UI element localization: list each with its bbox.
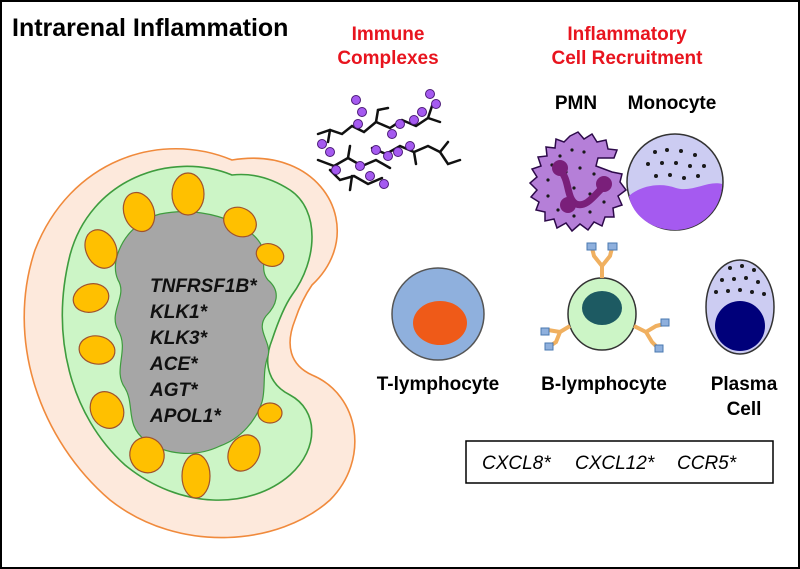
b-cell-receptors — [540, 242, 670, 353]
plasma-cell — [705, 259, 775, 355]
antigen-bead — [425, 89, 435, 99]
glomerulus — [171, 172, 205, 216]
antigen-bead — [409, 115, 419, 125]
antigen-bead — [357, 107, 367, 117]
antigen-bead — [393, 147, 403, 157]
antibody — [633, 318, 670, 353]
figure-title: Intrarenal Inflammation — [12, 14, 288, 42]
antigen-bead — [331, 165, 341, 175]
pmn-nucleus-lobe — [596, 176, 612, 192]
monocyte-nucleus — [629, 183, 722, 230]
antigen-bead — [317, 139, 327, 149]
pmn-nucleus-lobe — [560, 197, 576, 213]
antigen-bead — [431, 99, 441, 109]
monocyte-granules — [646, 148, 706, 180]
t-lymphocyte-cell — [391, 267, 485, 361]
glomerulus — [181, 453, 211, 499]
glomerulus — [227, 434, 261, 472]
plasma-cell-label-line2: Cell — [727, 399, 762, 420]
plasma-cell-label-line1: Plasma — [711, 374, 778, 395]
immune-complexes-label-line2: Complexes — [337, 48, 438, 69]
pmn-cell — [528, 131, 628, 233]
antigen-bead — [405, 141, 415, 151]
pmn-nucleus — [556, 166, 608, 209]
plasma-cell-nucleus — [715, 301, 765, 351]
antigen-bead — [365, 171, 375, 181]
chemokine-gene: CXCL8* — [482, 453, 551, 474]
antibody — [540, 324, 572, 351]
antigen-bead — [355, 161, 365, 171]
antigen-bead — [353, 119, 363, 129]
pmn-cell-body — [528, 131, 628, 233]
glomeruli — [72, 172, 285, 499]
antibody — [586, 242, 618, 278]
antigen-bead — [351, 95, 361, 105]
recruitment-label-line2: Cell Recruitment — [552, 48, 704, 69]
t-lymphocyte-nucleus — [413, 301, 467, 345]
glomerulus — [257, 402, 283, 424]
antigen-bead — [395, 119, 405, 129]
pmn-label: PMN — [555, 93, 597, 114]
immune-complexes-label-line1: Immune — [352, 24, 425, 45]
chemokine-gene: CCR5* — [677, 453, 737, 474]
chemokine-gene-box: CXCL8* CXCL12* CCR5* — [465, 440, 774, 484]
kidney-gene-list: TNFRSF1B* KLK1* KLK3* ACE* AGT* APOL1* — [149, 276, 258, 427]
glomerulus — [72, 283, 110, 313]
antigen-bead — [379, 179, 389, 189]
chemokine-gene: CXCL12* — [575, 453, 655, 474]
antigen-bead — [371, 145, 381, 155]
recruitment-label-line1: Inflammatory — [567, 24, 687, 45]
pmn-nucleus-lobe — [552, 160, 568, 176]
glomerulus — [223, 206, 257, 238]
kidney-gene: APOL1* — [149, 406, 222, 427]
glomerulus — [84, 229, 118, 269]
b-lymphocyte-label: B-lymphocyte — [541, 374, 667, 395]
glomerulus — [78, 335, 116, 365]
plasma-cell-granules — [714, 264, 766, 296]
kidney-gene: ACE* — [149, 354, 199, 375]
glomerulus — [255, 243, 285, 267]
antigen-bead — [417, 107, 427, 117]
kidney-gene: TNFRSF1B* — [150, 276, 258, 297]
antigen-bead — [383, 151, 393, 161]
kidney-gene: KLK3* — [150, 328, 209, 349]
antigen-bead — [325, 147, 335, 157]
chemokine-box-frame — [465, 440, 774, 484]
glomerulus — [122, 191, 156, 233]
kidney-gene: AGT* — [149, 380, 199, 401]
antigen-beads — [317, 89, 441, 189]
monocyte-cell — [626, 133, 724, 231]
monocyte-label: Monocyte — [628, 93, 717, 114]
antigen-bead — [387, 129, 397, 139]
kidney-medulla — [114, 211, 277, 454]
glomerulus — [129, 436, 165, 474]
b-lymphocyte-cell — [540, 242, 670, 353]
glomerulus — [89, 391, 125, 429]
kidney: TNFRSF1B* KLK1* KLK3* ACE* AGT* APOL1* — [23, 147, 356, 539]
kidney-gene: KLK1* — [150, 302, 209, 323]
b-lymphocyte-nucleus — [582, 291, 622, 325]
t-lymphocyte-label: T-lymphocyte — [377, 374, 499, 395]
